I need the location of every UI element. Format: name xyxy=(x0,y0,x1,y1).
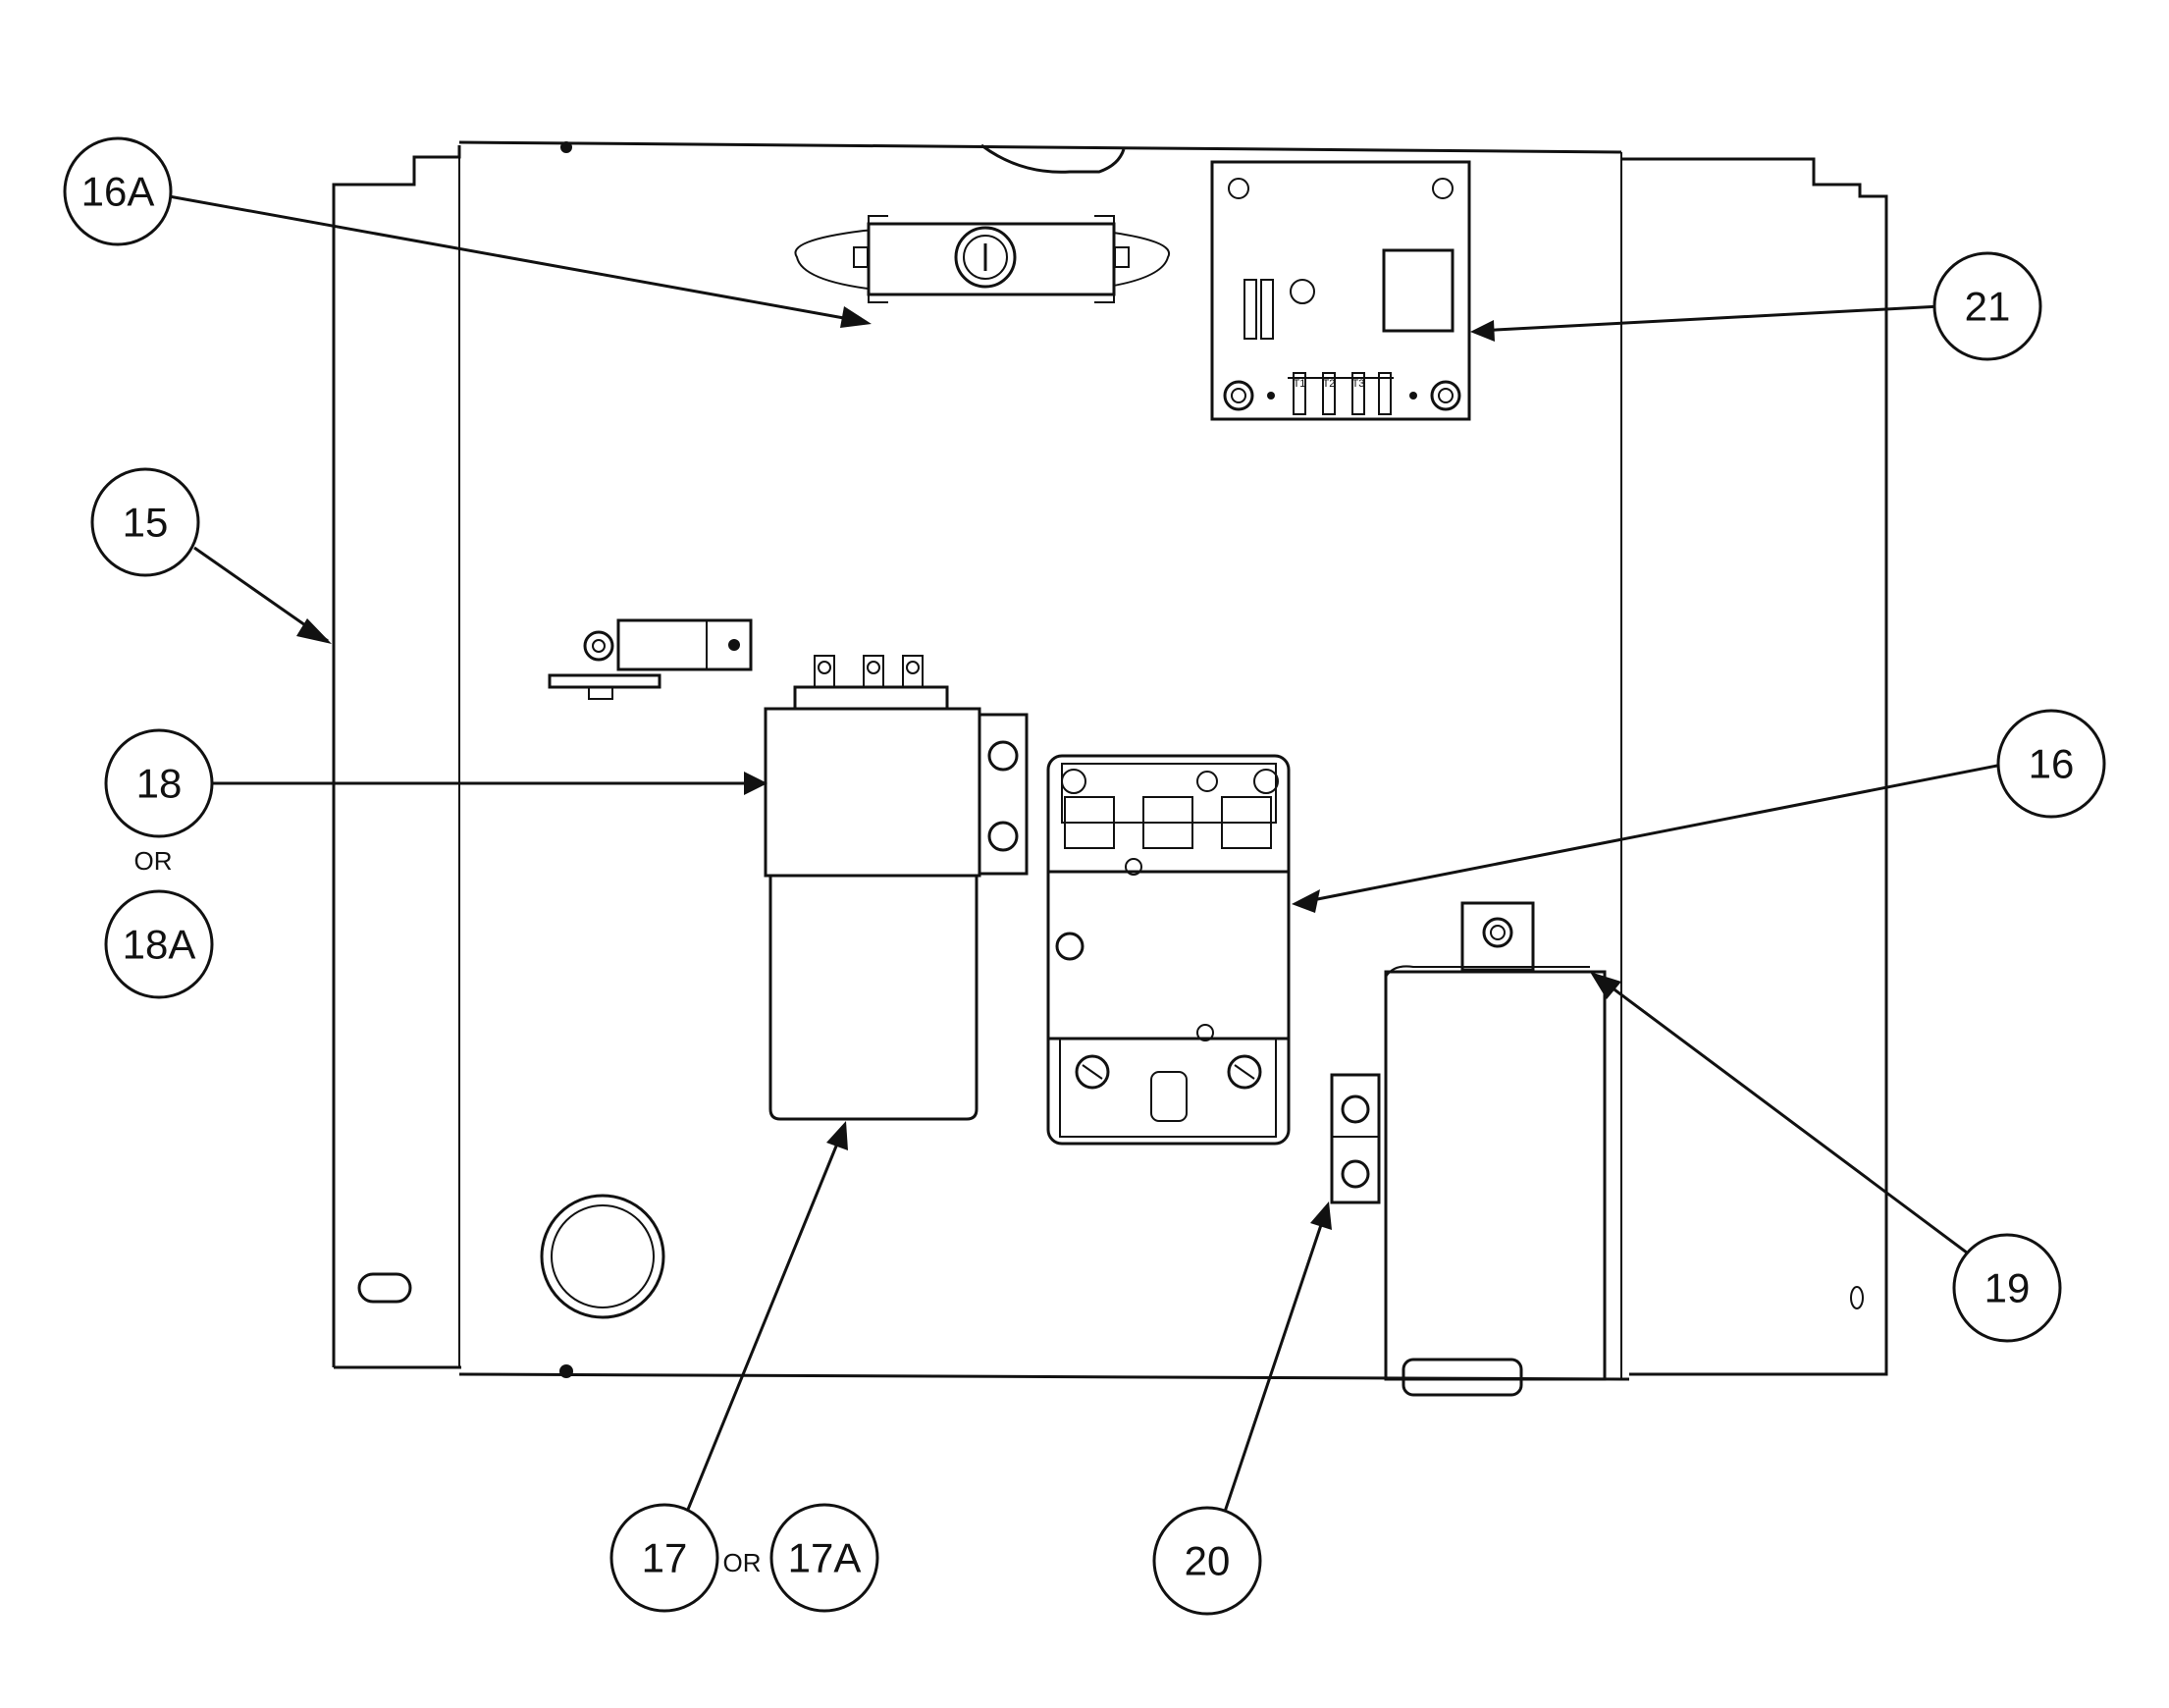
knockout-hole xyxy=(540,1194,665,1319)
control-board-terminal-label: T1 xyxy=(1294,378,1306,390)
callout-15-label: 15 xyxy=(123,500,169,546)
callout-18: 18 xyxy=(104,728,214,838)
control-board-21 xyxy=(1210,160,1471,421)
mounting-hole xyxy=(1850,1286,1864,1309)
leader-lines xyxy=(168,194,1998,1518)
ground-lug-20 xyxy=(1330,1073,1381,1204)
fuse-holder-16a xyxy=(794,215,1171,303)
callout-19-label: 19 xyxy=(1984,1265,2031,1311)
callout-21-label: 21 xyxy=(1965,284,2011,330)
callout-17a: 17A xyxy=(769,1503,879,1613)
mounting-slot xyxy=(357,1272,412,1304)
terminal-bracket xyxy=(548,618,753,700)
callout-16a-label: 16A xyxy=(81,169,155,215)
capacitor-17-18 xyxy=(764,655,1029,1121)
transformer-19 xyxy=(1384,901,1607,1397)
control-board-terminal-label: T2 xyxy=(1323,378,1336,390)
callout-17a-label: 17A xyxy=(788,1535,862,1581)
callout-18-label: 18 xyxy=(136,761,183,807)
callout-20-label: 20 xyxy=(1185,1538,1231,1584)
callout-17: 17 xyxy=(609,1503,719,1613)
callout-17-or: OR xyxy=(723,1548,762,1577)
callout-16a: 16A xyxy=(63,136,173,246)
control-box-panel xyxy=(332,140,1888,1381)
contactor-16 xyxy=(1046,754,1291,1146)
callout-18a-label: 18A xyxy=(123,922,196,968)
callout-16-label: 16 xyxy=(2029,741,2075,787)
callout-21: 21 xyxy=(1932,251,2042,361)
callout-15: 15 xyxy=(90,467,200,577)
callout-18a: 18A xyxy=(104,889,214,999)
callout-20: 20 xyxy=(1152,1506,1262,1616)
control-board-terminal-label: T3 xyxy=(1352,378,1365,390)
callout-18-or: OR xyxy=(134,846,173,876)
callout-17-label: 17 xyxy=(642,1535,688,1581)
callout-16: 16 xyxy=(1996,709,2106,819)
callout-19: 19 xyxy=(1952,1233,2062,1343)
